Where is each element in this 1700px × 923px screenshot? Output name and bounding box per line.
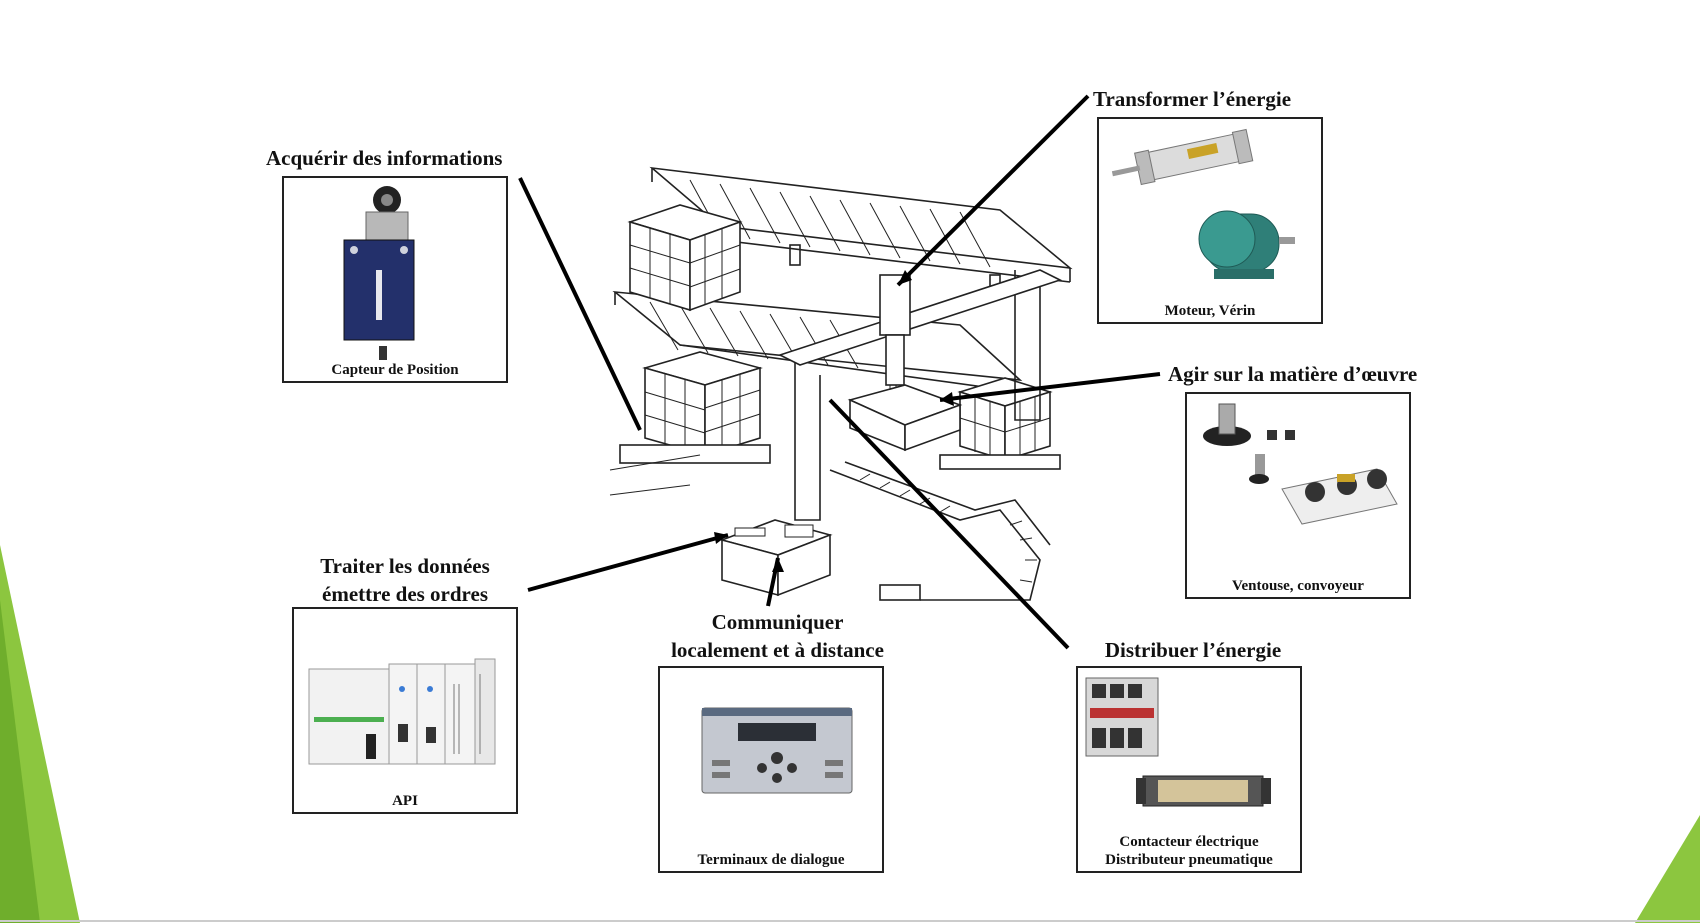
box-traiter: API: [292, 607, 518, 814]
lower-conveyor: [612, 290, 1023, 393]
heading-traiter-line1: Traiter les données: [320, 554, 490, 578]
dialogue-terminal-icon: [701, 707, 853, 794]
leader-traiter: [527, 533, 729, 592]
box-stack-left: [619, 351, 771, 464]
leader-transformer: [896, 94, 1090, 287]
leader-agir: [939, 372, 1161, 402]
heading-agir: Agir sur la matière d’œuvre: [1168, 362, 1418, 386]
exit-conveyor: [829, 461, 1051, 601]
caption-acquerir: Capteur de Position: [331, 362, 459, 378]
heading-communiquer-line1: Communiquer: [711, 610, 844, 634]
box-stack-upper: [627, 204, 743, 312]
position-sensor-icon: [343, 186, 415, 360]
leader-lines: [518, 94, 1161, 650]
left-green-shade: [0, 600, 40, 923]
leader-acquerir: [518, 177, 642, 431]
gantry-frame: [777, 269, 1063, 521]
heading-traiter-line2: émettre des ordres: [322, 582, 488, 606]
caption-agir: Ventouse, convoyeur: [1232, 578, 1364, 594]
suction-conveyor-icon: [1203, 403, 1398, 525]
heading-communiquer: Communiquer localement et à distance: [640, 608, 915, 664]
box-acquerir: Capteur de Position: [282, 176, 508, 383]
box-agir: Ventouse, convoyeur: [1185, 392, 1411, 599]
right-green-triangle: [1635, 815, 1700, 923]
control-console: [719, 519, 833, 597]
heading-acquerir: Acquérir des informations: [266, 146, 503, 170]
contactor-distributor-icon: [1085, 677, 1271, 807]
caption-traiter: API: [392, 793, 418, 809]
heading-transformer: Transformer l’énergie: [1093, 87, 1292, 111]
plc-icon: [308, 658, 496, 765]
heading-distribuer: Distribuer l’énergie: [1104, 638, 1282, 662]
caption-transformer: Moteur, Vérin: [1164, 303, 1256, 319]
leader-distribuer: [828, 398, 1070, 650]
heading-communiquer-line2: localement et à distance: [671, 638, 884, 662]
box-communiquer: Terminaux de dialogue: [658, 666, 884, 873]
caption-distribuer-line1: Contacteur électrique: [1119, 834, 1259, 850]
box-distribuer: Contacteur électrique Distributeur pneum…: [1076, 666, 1302, 873]
box-transformer: Moteur, Vérin: [1097, 117, 1323, 324]
caption-distribuer-line2: Distributeur pneumatique: [1105, 852, 1273, 868]
heading-traiter: Traiter les données émettre des ordres: [300, 552, 510, 608]
motor-cylinder-icon: [1111, 128, 1295, 279]
box-stack-right: [939, 377, 1061, 470]
caption-communiquer: Terminaux de dialogue: [697, 852, 845, 868]
